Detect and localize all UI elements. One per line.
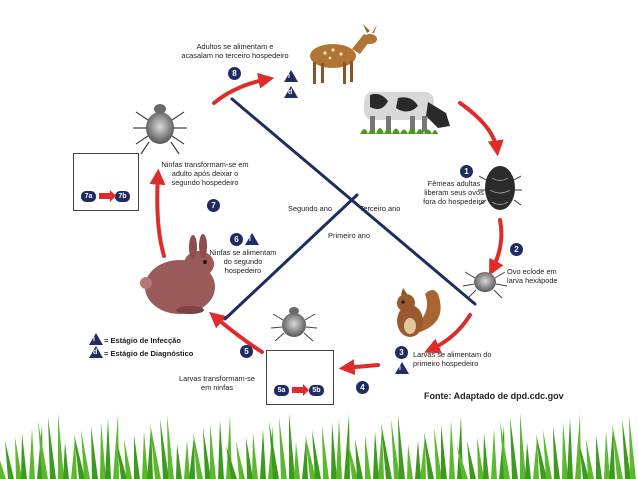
tick-engorged-female-image (478, 166, 522, 210)
label-larvae-feed: Larvas se alimentam do primeiro hospedei… (413, 350, 492, 368)
tag-7a: 7a (81, 191, 96, 202)
diagnostic-triangle-step-8: d (284, 86, 298, 98)
label-first-year: Primeiro ano (328, 231, 370, 240)
grass-decoration (0, 413, 636, 479)
arrow-to-step-5 (209, 311, 264, 354)
tick-adult-large-image (133, 104, 187, 155)
tag-5b: 5b (309, 385, 324, 396)
arrow-to-step-1 (458, 101, 504, 157)
step-number-5: 5 (240, 345, 253, 358)
line-first-year-divider (230, 97, 477, 306)
year-lines (223, 97, 477, 321)
label-adults-feed: Adultos se alimentam e acasalam no terce… (181, 42, 289, 60)
infection-triangle-step-3: i (395, 362, 409, 374)
tag-5a: 5a (274, 385, 289, 396)
legend-infection-triangle: i (89, 333, 103, 345)
line-second-year-divider (223, 193, 359, 321)
legend-diagnostic: = Estágio de Diagnóstico (104, 349, 194, 358)
box-7-arrow-icon (99, 193, 112, 199)
label-second-year: Segundo ano (288, 204, 332, 213)
cycle-arrows (149, 72, 504, 376)
label-egg-hatches: Ovo eclode em larva hexápode (507, 267, 558, 285)
step-number-3: 3 (395, 346, 408, 359)
tag-7b: 7b (115, 191, 130, 202)
step-number-7: 7 (207, 199, 220, 212)
arrow-to-step-4 (338, 359, 380, 376)
box-5-arrow-icon (292, 387, 305, 393)
step-number-4: 4 (356, 381, 369, 394)
infection-triangle-step-6: i (245, 233, 259, 245)
step-number-2: 2 (510, 243, 523, 256)
tick-larva-image (462, 271, 508, 299)
rabbit-image (140, 234, 215, 314)
legend-infection: = Estágio de Infecção (104, 336, 181, 345)
step-number-1: 1 (460, 165, 473, 178)
cow-image (360, 92, 450, 134)
label-larvae-transform: Larvas transformam-se em ninfas (179, 374, 255, 392)
deer-image (310, 24, 377, 84)
arrow-to-step-6 (149, 168, 166, 258)
label-third-year: Terceiro ano (359, 204, 401, 213)
step-5-box (266, 350, 334, 405)
box-7-arrowhead (110, 190, 116, 202)
step-number-6: 6 (230, 233, 243, 246)
arrow-to-step-2 (489, 218, 504, 276)
step-number-8: 8 (228, 67, 241, 80)
arrow-to-step-8 (212, 72, 275, 105)
tick-nymph-image (270, 307, 318, 342)
source-caption: Fonte: Adaptado de dpd.cdc.gov (424, 391, 564, 401)
label-females-release-eggs: Fêmeas adultas liberam seus ovos fora do… (423, 179, 485, 206)
label-nymphs-feed: Ninfas se alimentam do segundo hospedeir… (209, 248, 277, 275)
legend-diagnostic-triangle: d (89, 346, 103, 358)
step-7-box (73, 153, 139, 211)
arrow-to-step-3 (424, 313, 472, 354)
box-5-arrowhead (303, 384, 309, 396)
infection-triangle-step-8: i (284, 70, 298, 82)
squirrel-image (397, 288, 441, 337)
label-nymphs-transform: Ninfas transformam-se em adulto após dei… (161, 160, 249, 187)
